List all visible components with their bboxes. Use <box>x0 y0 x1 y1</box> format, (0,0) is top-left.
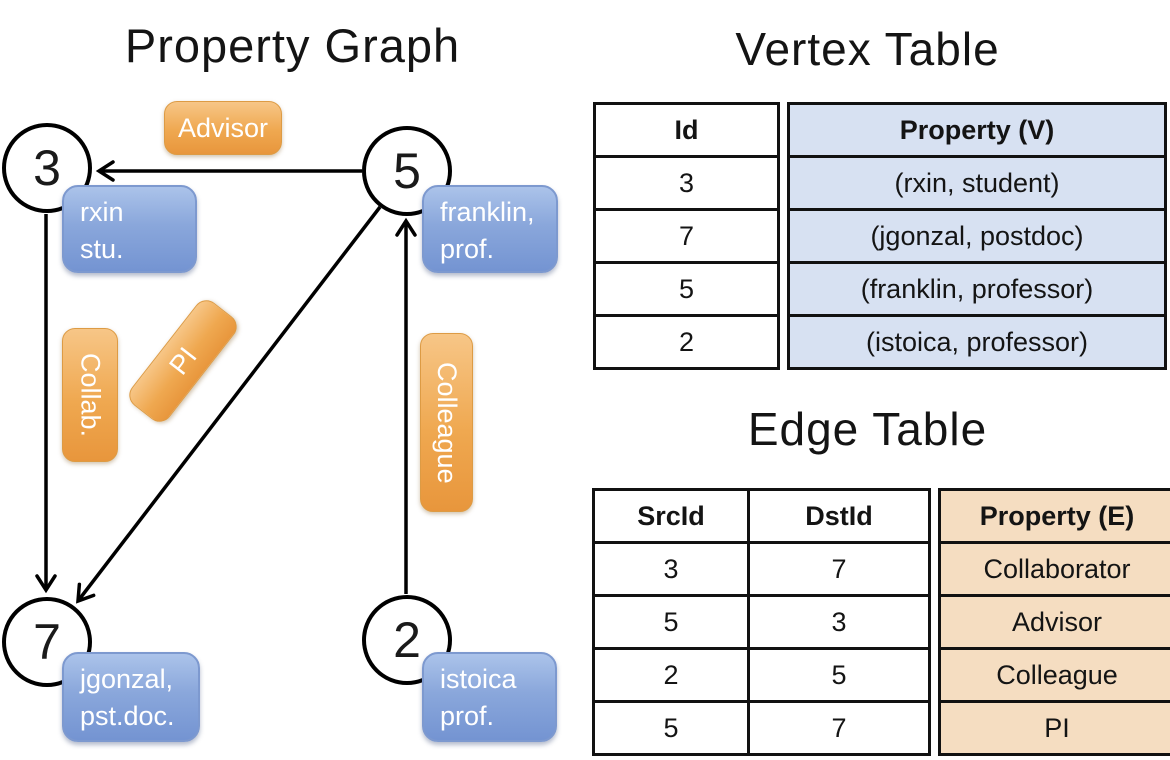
table-row: PI <box>938 700 1170 756</box>
table-row: (rxin, student) <box>787 155 1167 211</box>
table-row: 3 <box>593 155 780 211</box>
column-header: Property (V) <box>787 102 1167 158</box>
column-header: Id <box>593 102 780 158</box>
table-cell: (rxin, student) <box>787 155 1167 211</box>
table-row: (istoica, professor) <box>787 314 1167 370</box>
table-row: 2 5 <box>592 647 931 703</box>
table-row: Id <box>593 102 780 158</box>
vertex-table-id-column: Id 3 7 5 2 <box>593 102 780 370</box>
vertex-property-box-3: rxin stu. <box>62 185 197 273</box>
vertex-property-line: prof. <box>440 234 495 264</box>
vertex-property-box-7: jgonzal, pst.doc. <box>62 652 200 742</box>
edge-label-advisor: Advisor <box>164 101 282 155</box>
edge-table-property-column: Property (E) Collaborator Advisor Collea… <box>938 488 1170 756</box>
table-row: Property (V) <box>787 102 1167 158</box>
table-cell: 5 <box>592 700 750 756</box>
vertex-property-line: rxin <box>80 197 124 227</box>
vertex-id: 2 <box>393 612 421 668</box>
vertex-property-line: pst.doc. <box>80 701 175 731</box>
table-cell: 5 <box>747 647 931 703</box>
vertex-circle-2: 2 <box>362 595 452 685</box>
table-row: Colleague <box>938 647 1170 703</box>
graph-edges <box>35 160 417 604</box>
vertex-property-box-5: franklin, prof. <box>422 185 558 273</box>
edge-table-id-columns: SrcId DstId 3 7 5 3 2 5 5 7 <box>592 488 931 756</box>
table-cell: (franklin, professor) <box>787 261 1167 317</box>
table-row: 5 7 <box>592 700 931 756</box>
vertex-id: 7 <box>33 614 61 670</box>
column-header: Property (E) <box>938 488 1170 544</box>
table-row: 3 7 <box>592 541 931 597</box>
table-cell: 7 <box>747 700 931 756</box>
table-cell: 2 <box>592 647 750 703</box>
table-cell: 3 <box>747 594 931 650</box>
table-cell: 5 <box>592 594 750 650</box>
vertex-property-line: istoica <box>440 664 517 694</box>
column-header: SrcId <box>592 488 750 544</box>
table-row: 5 3 <box>592 594 931 650</box>
table-cell: 5 <box>593 261 780 317</box>
table-cell: 2 <box>593 314 780 370</box>
vertex-property-line: stu. <box>80 234 124 264</box>
table-cell: 7 <box>593 208 780 264</box>
edge-label-collab: Collab. <box>62 328 118 462</box>
column-header: DstId <box>747 488 931 544</box>
vertex-property-line: prof. <box>440 701 495 731</box>
table-cell: (jgonzal, postdoc) <box>787 208 1167 264</box>
table-row: Collaborator <box>938 541 1170 597</box>
table-cell: 3 <box>592 541 750 597</box>
vertex-property-line: jgonzal, <box>80 664 174 694</box>
vertex-circle-5: 5 <box>362 126 452 216</box>
table-row: Property (E) <box>938 488 1170 544</box>
table-cell: Advisor <box>938 594 1170 650</box>
vertex-table-title: Vertex Table <box>735 23 1000 75</box>
table-cell: Colleague <box>938 647 1170 703</box>
vertex-table: Id 3 7 5 2 Property (V) (rxin, student) … <box>593 102 1167 370</box>
table-row: (franklin, professor) <box>787 261 1167 317</box>
table-cell: 7 <box>747 541 931 597</box>
vertex-property-box-2: istoica prof. <box>422 652 557 742</box>
table-row: (jgonzal, postdoc) <box>787 208 1167 264</box>
table-row: Advisor <box>938 594 1170 650</box>
edge-label-colleague: Colleague <box>420 333 473 512</box>
table-cell: Collaborator <box>938 541 1170 597</box>
table-cell: (istoica, professor) <box>787 314 1167 370</box>
vertex-table-property-column: Property (V) (rxin, student) (jgonzal, p… <box>787 102 1167 370</box>
table-row: 5 <box>593 261 780 317</box>
vertex-id: 5 <box>393 143 421 199</box>
table-cell: 3 <box>593 155 780 211</box>
edge-table: SrcId DstId 3 7 5 3 2 5 5 7 Property (E)… <box>592 488 1170 756</box>
vertex-property-line: franklin, <box>440 197 535 227</box>
table-row: SrcId DstId <box>592 488 931 544</box>
table-row: 2 <box>593 314 780 370</box>
edge-table-title: Edge Table <box>747 403 988 455</box>
edge-pi-line <box>76 205 382 604</box>
graph-title: Property Graph <box>124 19 461 72</box>
table-cell: PI <box>938 700 1170 756</box>
table-row: 7 <box>593 208 780 264</box>
vertex-id: 3 <box>33 140 61 196</box>
